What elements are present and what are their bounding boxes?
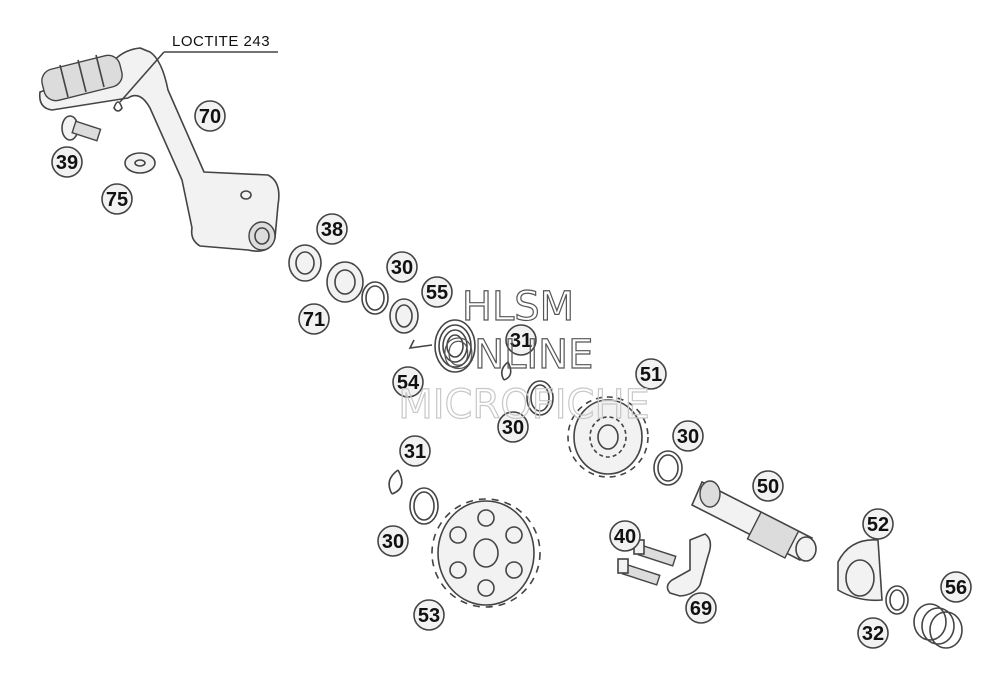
callout-55: 55 — [421, 276, 453, 308]
bushing-38 — [288, 244, 322, 282]
svg-text:75: 75 — [106, 189, 128, 211]
circlip-31b — [388, 469, 403, 495]
svg-text:56: 56 — [945, 577, 967, 599]
kick-lever — [38, 47, 280, 252]
callout-38: 38 — [316, 213, 348, 245]
svg-text:69: 69 — [690, 598, 712, 620]
spring-55 — [408, 319, 476, 373]
callout-52: 52 — [862, 508, 894, 540]
svg-text:38: 38 — [321, 219, 343, 241]
svg-text:32: 32 — [862, 623, 884, 645]
svg-text:55: 55 — [426, 282, 448, 304]
callout-30-top: 30 — [386, 251, 418, 283]
gear-53 — [431, 498, 541, 608]
callout-69: 69 — [685, 592, 717, 624]
svg-text:50: 50 — [757, 476, 779, 498]
svg-text:31: 31 — [510, 330, 532, 352]
screw-39 — [61, 115, 102, 142]
callout-56: 56 — [940, 571, 972, 603]
svg-text:30: 30 — [502, 417, 524, 439]
svg-text:53: 53 — [418, 605, 440, 627]
callout-39: 39 — [51, 146, 83, 178]
washer-30e — [409, 487, 439, 525]
watermark-line1: HLSM — [462, 284, 574, 330]
svg-text:71: 71 — [303, 309, 325, 331]
svg-text:51: 51 — [640, 364, 662, 386]
callout-54: 54 — [392, 366, 424, 398]
watermark-line2: ONLINE — [443, 332, 594, 378]
svg-text:40: 40 — [614, 526, 636, 548]
callout-75: 75 — [101, 183, 133, 215]
washer-30c — [526, 380, 554, 416]
ring-30a — [361, 281, 389, 315]
svg-text:52: 52 — [867, 514, 889, 536]
svg-text:54: 54 — [397, 372, 420, 394]
callout-31-top: 31 — [505, 324, 537, 356]
callout-30-mid: 30 — [497, 411, 529, 443]
washer-30d — [653, 450, 683, 486]
watermark-line3: MICROFICHE — [398, 382, 650, 428]
gear-51 — [567, 396, 649, 478]
callout-71: 71 — [298, 303, 330, 335]
svg-text:39: 39 — [56, 152, 78, 174]
callout-40: 40 — [609, 520, 641, 552]
callout-53: 53 — [413, 599, 445, 631]
ring-30b — [389, 298, 419, 334]
svg-text:30: 30 — [382, 531, 404, 553]
shaft-50 — [690, 480, 817, 562]
loctite-leader — [119, 51, 278, 103]
washer-32 — [885, 585, 909, 615]
callout-32: 32 — [857, 617, 889, 649]
ratchet-52 — [837, 539, 883, 602]
bushing-71 — [326, 261, 364, 303]
callout-30-low: 30 — [377, 525, 409, 557]
callout-31-low: 31 — [399, 435, 431, 467]
svg-text:30: 30 — [391, 257, 413, 279]
plate-69 — [666, 533, 712, 597]
spring-56 — [913, 603, 963, 649]
callout-30-right: 30 — [672, 420, 704, 452]
svg-text:70: 70 — [199, 106, 221, 128]
loctite-note: LOCTITE 243 — [172, 33, 270, 50]
callout-70: 70 — [194, 100, 226, 132]
washer-75 — [124, 152, 156, 174]
circlip-31a — [500, 361, 512, 381]
callout-51: 51 — [635, 358, 667, 390]
svg-text:31: 31 — [404, 441, 426, 463]
callout-50: 50 — [752, 470, 784, 502]
svg-text:30: 30 — [677, 426, 699, 448]
